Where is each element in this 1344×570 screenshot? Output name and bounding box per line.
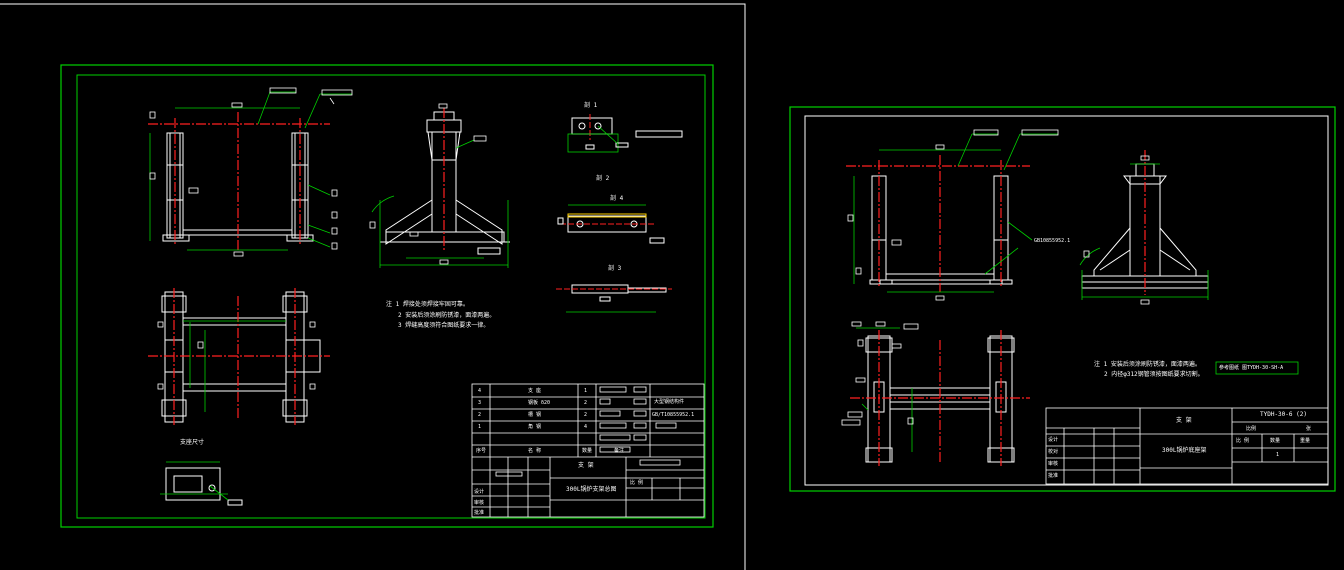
section-3	[556, 284, 672, 313]
ratio-col: 数量	[1270, 438, 1281, 444]
section-label-3: 剖 3	[608, 265, 622, 272]
bom-cell: 4	[478, 388, 482, 394]
role-label: 设计	[474, 489, 485, 495]
bom-cell: 3	[478, 400, 482, 406]
section-label-support: 支座尺寸	[180, 439, 205, 446]
bom-cell: 大型钢结构件	[654, 399, 685, 405]
bom-cell: 2	[584, 400, 588, 406]
section-1	[567, 114, 683, 153]
bom-cell: 1	[584, 388, 588, 394]
title-drawing-right: 300L锅炉底座架	[1162, 447, 1207, 454]
section-2	[557, 204, 665, 244]
support-detail	[160, 461, 243, 506]
ratio-unit: 张	[1306, 426, 1312, 432]
drawing-no-right: TYDH-30-6 (2)	[1260, 411, 1307, 418]
title-name-left: 支 架	[578, 462, 594, 469]
section-label-2: 剖 2	[596, 175, 610, 182]
bom-header: 数量	[582, 448, 593, 454]
right-note-2: 2 内径φ312钢管须按图纸要求切割。	[1104, 371, 1204, 378]
title-block-right	[1045, 407, 1329, 485]
bom-cell: 槽 钢	[528, 412, 542, 418]
role-label: 审核	[474, 500, 485, 506]
right-note-1: 注 1 安装后须涂刷防锈漆，面漆两遍。	[1094, 361, 1201, 368]
bom-cell: 角 钢	[528, 424, 542, 430]
bom-cell: 钢板 δ20	[528, 400, 551, 406]
section-label-1: 剖 1	[584, 102, 598, 109]
right-note-box: 参考图纸 图TYDH-30-SH-A	[1219, 365, 1284, 371]
note-line-3: 3 焊缝高度须符合图纸要求一律。	[398, 322, 490, 329]
right-callout: GB10855952.1	[1034, 238, 1071, 244]
bom-cell: 2	[478, 412, 482, 418]
role-label: 设计	[1048, 437, 1059, 443]
bom-cell: 1	[478, 424, 482, 430]
note-line-1: 注 1 焊接处须焊接牢固可靠。	[386, 301, 469, 308]
front-view-left	[162, 132, 314, 242]
scale-label-left: 比 例	[630, 480, 644, 486]
role-label: 审核	[1048, 461, 1059, 467]
right-sheet	[789, 106, 1336, 492]
role-label: 批准	[1048, 473, 1059, 479]
section-label-4: 剖 4	[610, 195, 624, 202]
ratio-value: 1	[1276, 452, 1280, 458]
bom-header: 序号	[476, 448, 487, 454]
bom-cell: GB/T10855952.1	[652, 412, 695, 418]
title-block-left	[471, 383, 705, 518]
role-label: 校对	[1048, 449, 1059, 455]
title-drawing-left: 300L锅炉支架总图	[566, 486, 617, 493]
role-label: 批准	[474, 510, 485, 516]
left-sheet	[0, 3, 746, 570]
bom-cell: 支 座	[528, 388, 542, 394]
ratio-col: 比例	[1246, 426, 1257, 432]
ratio-col: 重量	[1300, 438, 1311, 444]
bom-cell: 2	[584, 412, 588, 418]
note-line-2: 2 安装后须涂刷防锈漆，面漆两遍。	[398, 312, 496, 319]
bom-cell: 4	[584, 424, 588, 430]
bom-header: 名 称	[528, 448, 542, 454]
ratio-label: 比 例	[1236, 438, 1250, 444]
title-name-right: 支 架	[1176, 417, 1192, 424]
bom-header: 备注	[614, 448, 625, 454]
